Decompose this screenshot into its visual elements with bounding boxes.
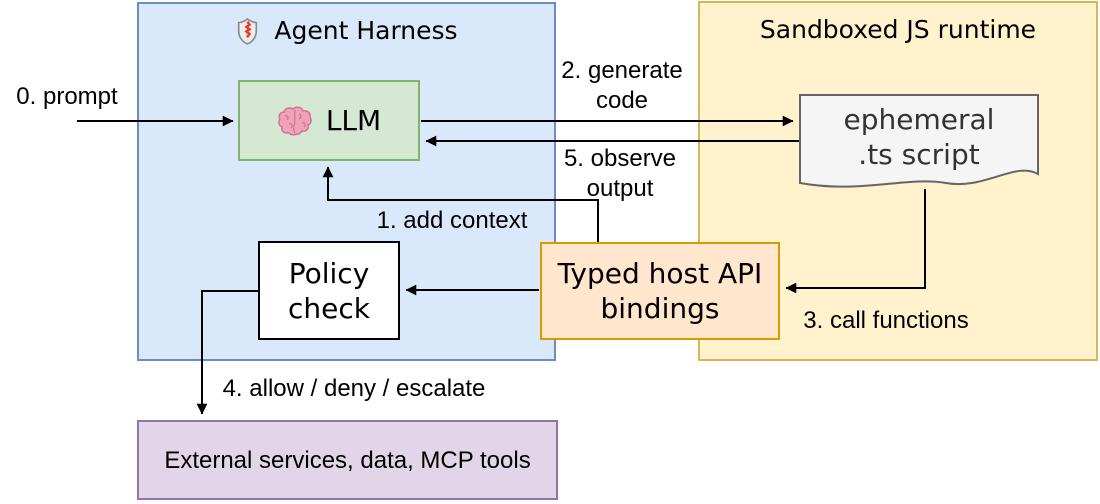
shield-icon bbox=[235, 17, 260, 45]
llm-label: LLM bbox=[325, 104, 382, 137]
policy-label-line2: check bbox=[288, 291, 370, 325]
script-label-line1: ephemeral bbox=[843, 103, 995, 136]
external-label: External services, data, MCP tools bbox=[164, 446, 531, 474]
script-label: ephemeral .ts script bbox=[799, 102, 1039, 172]
sandbox-title: Sandboxed JS runtime bbox=[700, 15, 1096, 45]
sandbox-title-text: Sandboxed JS runtime bbox=[759, 15, 1037, 44]
edge-call-functions-label: 3. call functions bbox=[803, 307, 969, 334]
script-node: ephemeral .ts script bbox=[799, 94, 1039, 192]
bindings-node: Typed host API bindings bbox=[540, 242, 780, 340]
policy-node: Policy check bbox=[258, 241, 400, 340]
document-shape bbox=[799, 94, 1039, 188]
policy-label: Policy check bbox=[288, 256, 370, 326]
agent-harness-title-text: Agent Harness bbox=[274, 16, 458, 45]
edge-add-context-label: 1. add context bbox=[376, 207, 528, 234]
script-label-line2: .ts script bbox=[858, 138, 980, 171]
edge-prompt-label: 0. prompt bbox=[16, 83, 118, 110]
agent-harness-title: Agent Harness bbox=[139, 16, 554, 46]
external-node: External services, data, MCP tools bbox=[137, 420, 558, 500]
bindings-label: Typed host API bindings bbox=[558, 256, 763, 326]
bindings-label-line1: Typed host API bbox=[557, 257, 763, 290]
policy-label-line1: Policy bbox=[288, 256, 370, 290]
edge-allow-deny-label: 4. allow / deny / escalate bbox=[222, 375, 486, 402]
bindings-label-line2: bindings bbox=[600, 292, 720, 325]
edge-generate-code-label: 2. generate code bbox=[561, 57, 683, 114]
llm-node: LLM bbox=[238, 80, 420, 161]
brain-icon bbox=[277, 106, 313, 136]
edge-observe-output-label: 5. observe output bbox=[563, 145, 677, 202]
